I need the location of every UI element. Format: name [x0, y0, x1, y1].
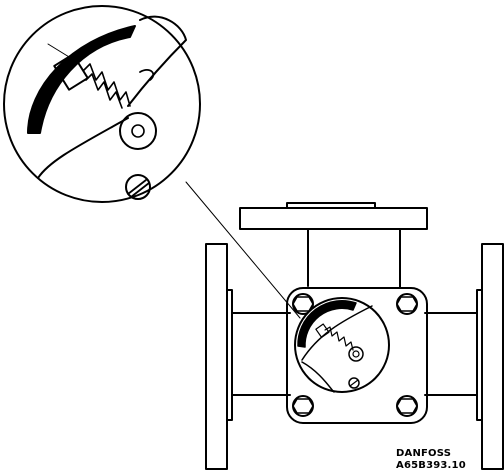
magnified-cover-upper — [127, 15, 187, 107]
caption-brand: DANFOSS — [396, 448, 452, 459]
magnified-spring — [83, 63, 131, 109]
small-detail-circle — [294, 297, 390, 393]
magnified-spring-block — [53, 53, 89, 91]
valve-body — [205, 202, 504, 470]
magnified-cover-lower — [37, 117, 129, 179]
left-flange-collar — [226, 289, 233, 421]
left-flange — [205, 243, 228, 470]
magnified-detail — [3, 5, 201, 203]
small-cover-lower — [301, 361, 335, 393]
detail-leader-line — [185, 181, 301, 319]
magnified-scale-arc — [27, 25, 136, 134]
top-flange-collar — [286, 202, 376, 209]
magnified-screw — [125, 174, 151, 200]
small-shaft-inner — [352, 350, 360, 358]
right-flange-collar — [476, 289, 483, 421]
actuator-plate — [286, 287, 428, 424]
small-spring-block — [315, 323, 330, 338]
small-shaft-outer — [348, 346, 364, 362]
small-screw — [348, 377, 360, 389]
magnified-outline — [3, 5, 201, 203]
right-flange — [481, 243, 504, 470]
small-spring — [324, 326, 354, 351]
actuator-square — [286, 287, 428, 424]
magnified-screw-slot-a — [127, 179, 147, 195]
caption-code: A65B393.10 — [396, 460, 466, 471]
bolt-top-right — [396, 293, 418, 315]
magnified-screw-slot-b — [130, 182, 150, 198]
bolt-bottom-right — [396, 395, 418, 417]
bolt-bottom-left — [292, 395, 314, 417]
magnified-shaft-inner — [131, 124, 145, 138]
small-scale-arc — [297, 299, 357, 348]
magnified-shaft-outer — [119, 112, 157, 150]
drawing-caption: DANFOSS A65B393.10 — [396, 448, 466, 472]
top-flange — [239, 207, 428, 230]
